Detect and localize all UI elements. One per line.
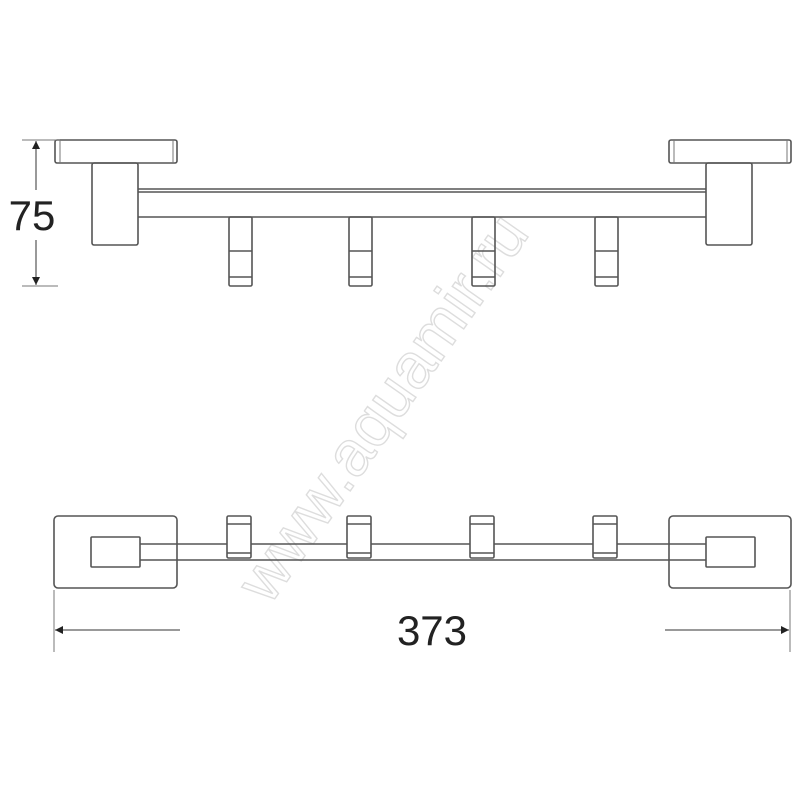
width-dimension-label: 373 — [397, 607, 467, 654]
rail-bar — [138, 188, 706, 218]
top-view — [53, 515, 792, 589]
height-dimension-label: 75 — [9, 192, 56, 239]
left-base-plate — [53, 515, 178, 589]
hook-top-4 — [592, 515, 618, 559]
side-view — [54, 139, 792, 287]
right-base-plate — [668, 515, 792, 589]
left-mount-plate — [54, 139, 178, 164]
hook-top-1 — [226, 515, 252, 559]
width-dimension: 373 — [53, 590, 791, 654]
rail-bar-top — [140, 543, 706, 561]
hook-top-2 — [346, 515, 372, 559]
right-post — [705, 162, 753, 246]
hook-top-3 — [469, 515, 495, 559]
right-post-section — [705, 536, 756, 568]
left-post — [91, 162, 139, 246]
hook-side-1 — [228, 216, 253, 287]
right-mount-plate — [668, 139, 792, 164]
hook-side-4 — [594, 216, 619, 287]
hook-side-2 — [348, 216, 373, 287]
hook-side-3 — [471, 216, 496, 287]
left-post-section — [90, 536, 141, 568]
height-dimension: 75 — [9, 139, 60, 287]
